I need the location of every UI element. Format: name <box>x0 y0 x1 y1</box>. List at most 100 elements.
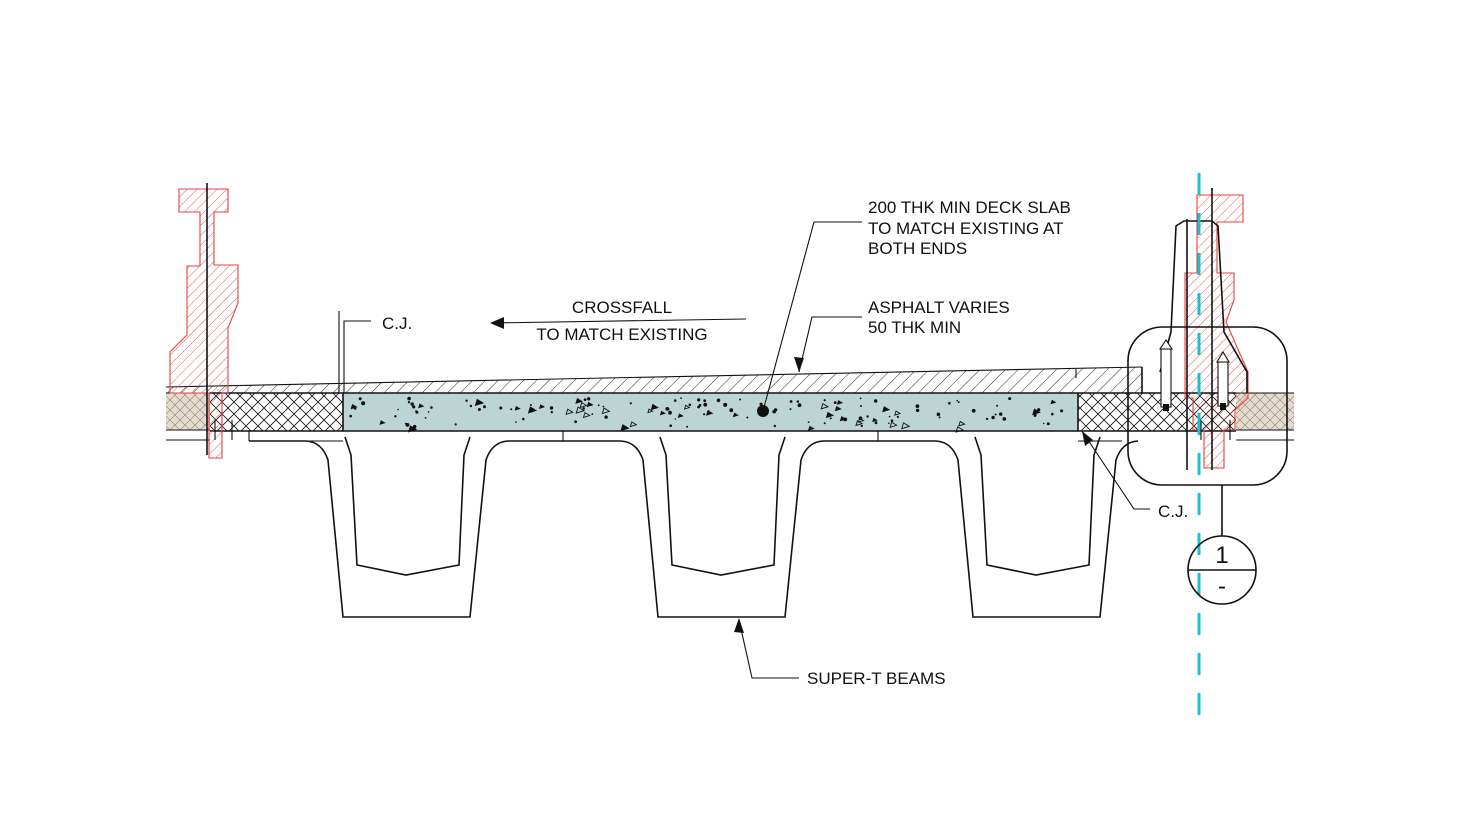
aggregate-particle <box>936 412 941 417</box>
aggregate-particle <box>957 401 960 404</box>
aggregate-particle <box>683 404 691 410</box>
aggregate-particle <box>1050 399 1057 405</box>
aggregate-particle <box>604 415 608 419</box>
aggregate-particle <box>601 407 611 415</box>
aggregate-particle <box>673 399 677 402</box>
aggregate-particle <box>938 416 941 419</box>
aggregate-particle <box>739 398 742 401</box>
aggregate-particle <box>860 424 863 428</box>
aggregate-particle <box>499 406 503 410</box>
concrete-aggregate <box>349 396 1064 433</box>
aggregate-particle <box>796 400 800 403</box>
aggregate-particle <box>996 404 999 407</box>
aggregate-particle <box>361 401 366 406</box>
aggregate-particle <box>797 403 802 408</box>
aggregate-particle <box>510 408 513 411</box>
super-t-beams <box>248 431 1139 618</box>
aggregate-particle <box>667 407 670 411</box>
aggregate-particle <box>538 404 546 409</box>
aggregate-particle <box>1033 413 1037 417</box>
aggregate-particle <box>839 416 847 422</box>
beam-3 <box>878 436 1139 618</box>
aggregate-particle <box>874 399 878 403</box>
aggregate-particle <box>1051 412 1054 416</box>
aggregate-particle <box>620 424 630 432</box>
aggregate-particle <box>407 401 411 404</box>
deck-slab <box>210 392 1236 433</box>
aggregate-particle <box>1008 397 1012 401</box>
aggregate-particle <box>415 410 419 414</box>
aggregate-particle <box>650 403 659 411</box>
aggregate-particle <box>888 422 890 425</box>
aggregate-particle <box>697 405 700 409</box>
aggregate-particle <box>703 402 708 407</box>
aggregate-particle <box>1048 422 1050 425</box>
crossfall-arrow <box>490 317 747 329</box>
label-asphalt: ASPHALT VARIES 50 THK MIN <box>868 298 1014 337</box>
aggregate-particle <box>866 415 869 418</box>
aggregate-particle <box>427 411 430 413</box>
label-crossfall-line1: CROSSFALL <box>572 298 672 317</box>
aggregate-particle <box>522 417 525 421</box>
aggregate-particle <box>956 399 958 402</box>
aggregate-particle <box>629 402 632 405</box>
aggregate-particle <box>860 405 862 407</box>
aggregate-particle <box>823 399 826 402</box>
aggregate-particle <box>746 416 749 419</box>
aggregate-particle <box>901 422 911 430</box>
aggregate-particle <box>723 402 728 407</box>
aggregate-particle <box>958 420 966 427</box>
aggregate-particle <box>872 417 878 423</box>
section-number: 1 <box>1215 542 1228 569</box>
aggregate-particle <box>412 405 416 409</box>
label-cj-left: C.J. <box>382 314 412 333</box>
anchor-bolt-left <box>1158 339 1174 411</box>
aggregate-particle <box>586 401 594 408</box>
aggregate-particle <box>549 406 554 410</box>
aggregate-particle <box>807 421 810 423</box>
label-deck-slab-line1: 200 THK MIN DECK SLAB <box>868 198 1071 217</box>
leader-deck-slab <box>757 221 862 417</box>
aggregate-particle <box>825 411 835 419</box>
label-crossfall-line2: TO MATCH EXISTING <box>536 325 707 344</box>
aggregate-particle <box>1042 422 1045 425</box>
aggregate-particle <box>732 412 739 418</box>
aggregate-particle <box>514 405 521 411</box>
aggregate-particle <box>424 417 427 419</box>
aggregate-particle <box>890 419 894 423</box>
aggregate-particle <box>430 406 433 409</box>
aggregate-particle <box>991 415 995 420</box>
aggregate-particle <box>833 401 837 404</box>
aggregate-particle <box>474 398 485 407</box>
aggregate-particle <box>418 403 425 409</box>
aggregate-particle <box>999 412 1003 416</box>
aggregate-particle <box>674 418 677 420</box>
aggregate-particle <box>477 408 481 411</box>
barrier-right <box>1141 188 1248 470</box>
leader-cj-right <box>1081 430 1150 510</box>
aggregate-particle <box>680 397 682 399</box>
aggregate-particle <box>465 399 468 402</box>
aggregate-particle <box>404 422 407 425</box>
aggregate-particle <box>469 404 473 408</box>
label-asphalt-line2: 50 THK MIN <box>868 318 961 337</box>
aggregate-particle <box>686 425 689 428</box>
leader-asphalt <box>794 316 862 373</box>
aggregate-particle <box>697 398 701 402</box>
aggregate-particle <box>407 396 411 401</box>
aggregate-particle <box>729 408 734 413</box>
aggregate-particle <box>759 402 763 406</box>
aggregate-particle <box>874 421 878 425</box>
aggregate-particle <box>575 397 583 404</box>
aggregate-particle <box>397 408 399 411</box>
existing-pavement-left <box>166 392 210 441</box>
aggregate-particle <box>1032 408 1041 416</box>
aggregate-particle <box>773 424 776 428</box>
section-callout: 1 - <box>1187 535 1257 605</box>
aggregate-particle <box>407 425 418 433</box>
aggregate-particle <box>1060 409 1064 413</box>
aggregate-particle <box>583 398 587 401</box>
aggregate-particle <box>843 417 848 422</box>
aggregate-particle <box>527 406 538 414</box>
